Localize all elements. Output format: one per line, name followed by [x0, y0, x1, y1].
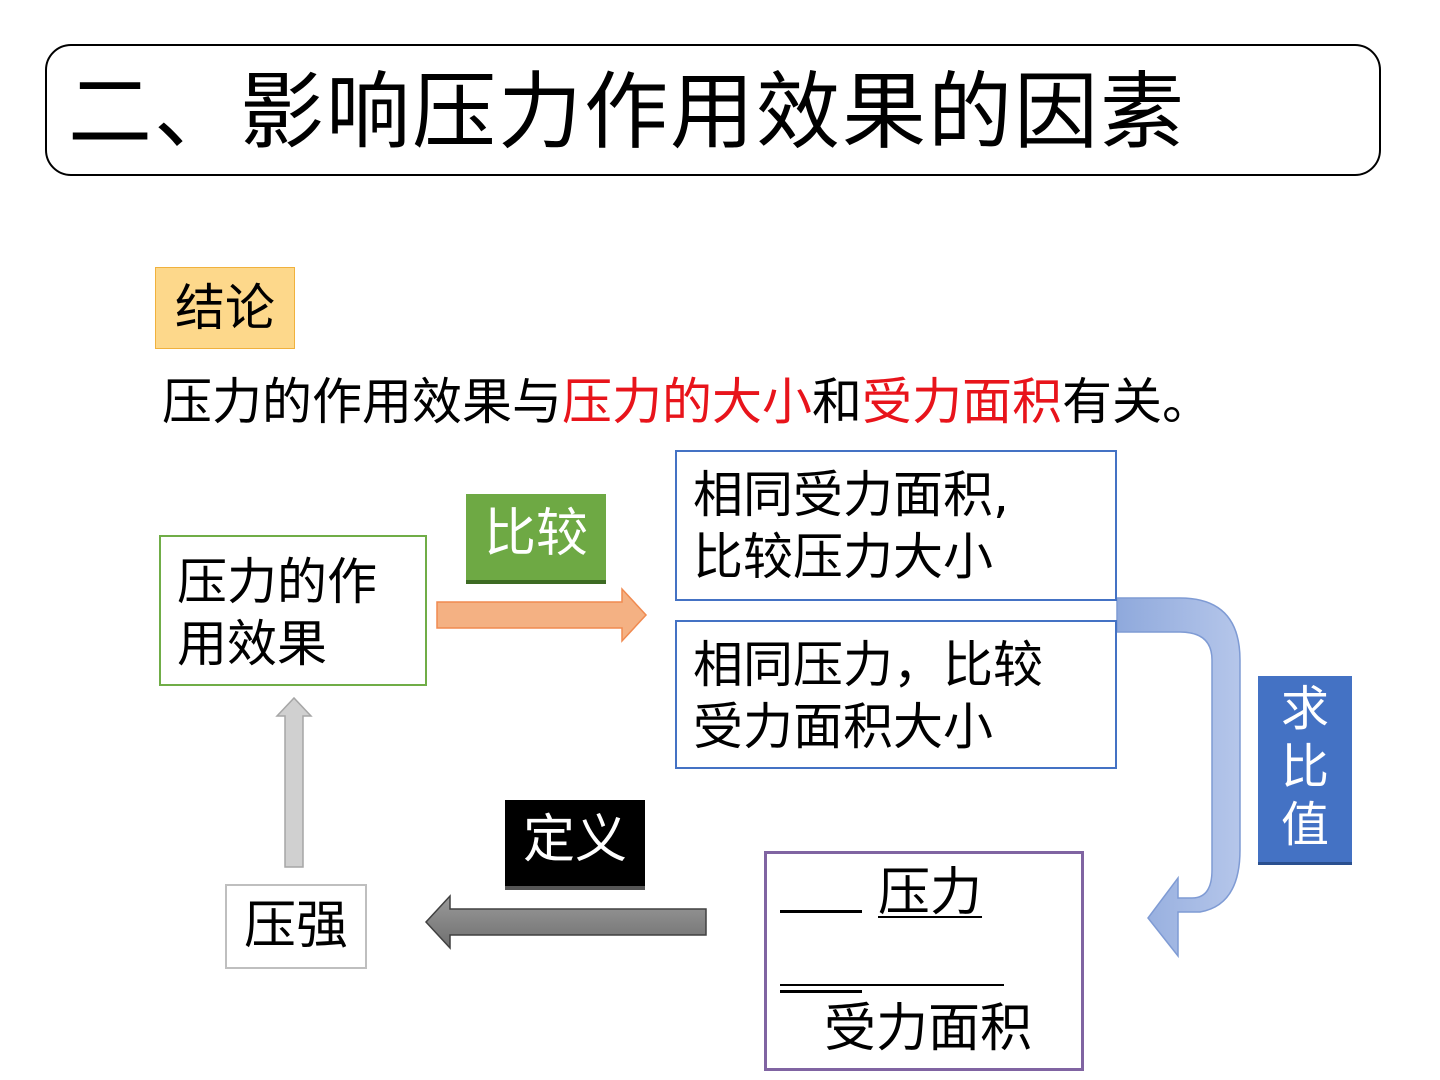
same-area-box: 相同受力面积, 比较压力大小	[675, 450, 1117, 601]
ratio-char: 比	[1280, 739, 1329, 795]
formula-fraction-line	[780, 984, 1004, 986]
gray-up-arrow	[275, 696, 313, 868]
same-force-box: 相同压力，比较 受力面积大小	[675, 620, 1117, 769]
pressure-box: 压强	[225, 884, 367, 969]
page-title: 二、影响压力作用效果的因素	[68, 63, 1187, 161]
conclusion-badge: 结论	[155, 267, 295, 349]
same-force-line: 相同压力，比较	[693, 636, 1043, 694]
blue-curved-arrow	[1116, 597, 1241, 959]
ratio-char: 值	[1280, 797, 1329, 853]
orange-right-arrow	[436, 587, 648, 643]
ratio-badge: 求 比 值	[1258, 676, 1352, 862]
formula-blank-top	[780, 910, 862, 913]
conclusion-sentence: 压力的作用效果与压力的大小和受力面积有关。	[162, 370, 1212, 434]
title-frame	[45, 44, 1381, 176]
define-badge: 定义	[505, 800, 645, 886]
conclusion-part: 压力的作用效果与	[162, 373, 562, 431]
same-force-line: 受力面积大小	[693, 698, 993, 756]
conclusion-part: 有关。	[1062, 373, 1212, 431]
conclusion-highlight-area: 受力面积	[862, 373, 1062, 431]
formula-denominator: 受力面积	[824, 999, 1033, 1059]
formula-box	[764, 851, 1084, 1071]
same-area-line: 比较压力大小	[693, 528, 993, 586]
effect-line: 用效果	[177, 615, 327, 673]
ratio-char: 求	[1280, 681, 1329, 737]
effect-line: 压力的作	[177, 553, 377, 611]
effect-box: 压力的作 用效果	[159, 535, 427, 686]
compare-badge: 比较	[466, 494, 606, 580]
same-area-line: 相同受力面积,	[693, 466, 1009, 524]
formula-blank-bottom	[780, 990, 862, 993]
conclusion-part: 和	[812, 373, 862, 431]
formula-numerator: 压力	[878, 863, 983, 923]
gray-left-arrow	[424, 894, 707, 950]
conclusion-highlight-force: 压力的大小	[562, 373, 812, 431]
